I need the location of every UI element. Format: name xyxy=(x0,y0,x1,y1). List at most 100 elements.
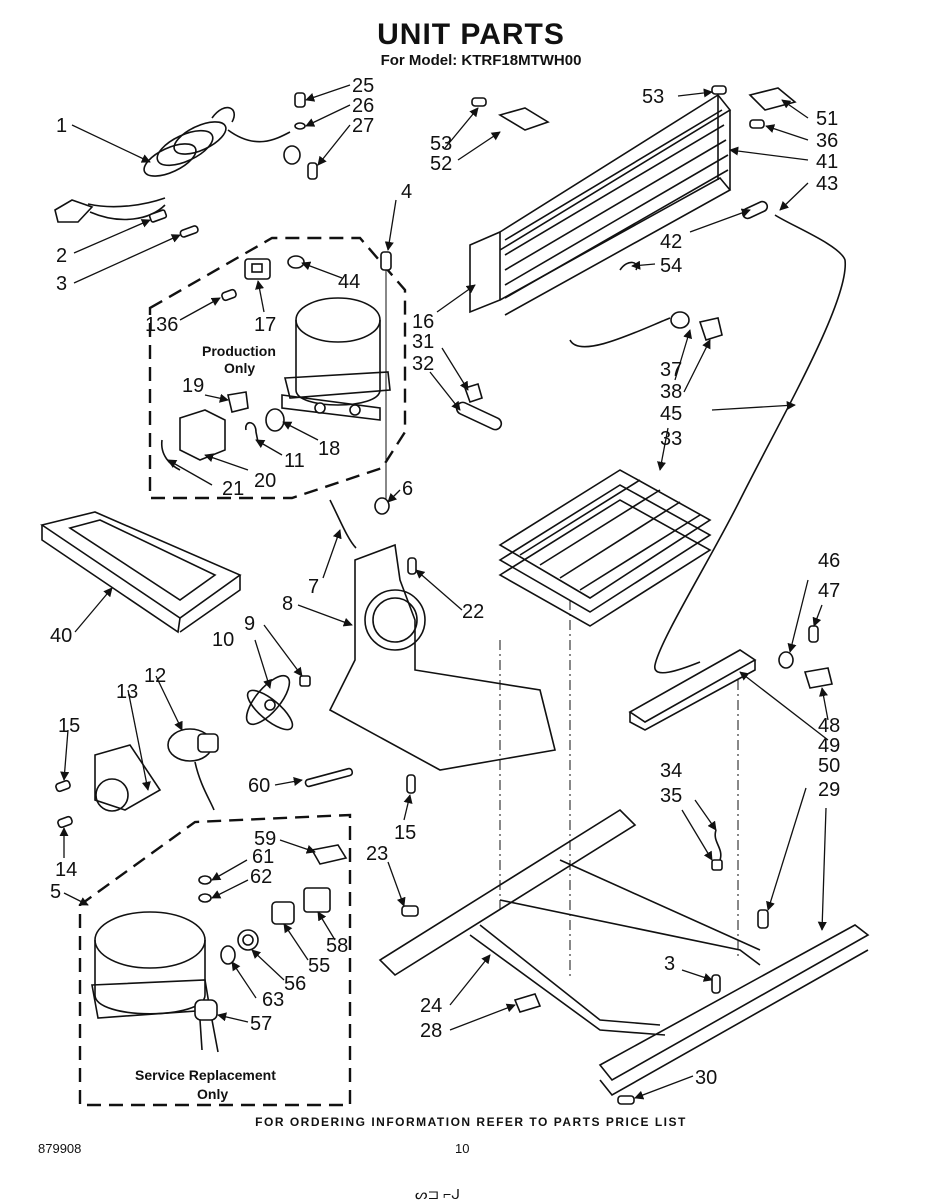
screw-27b xyxy=(307,162,318,180)
screw-15b xyxy=(406,774,416,794)
label-26: 26 xyxy=(352,95,374,117)
spring-clip-53a xyxy=(471,97,487,107)
note-service: Service Replacement xyxy=(135,1067,276,1083)
label-3: 3 xyxy=(56,273,67,295)
label-21: 21 xyxy=(222,478,244,500)
bottom-mark: ᔕ⊐ ⌐ᒍ xyxy=(415,1186,461,1202)
note-only: Only xyxy=(224,360,255,376)
label-48: 48 xyxy=(818,715,840,737)
label-5: 5 xyxy=(50,881,61,903)
label-53a: 53 xyxy=(430,133,452,155)
plug-18 xyxy=(265,408,285,432)
label-38: 38 xyxy=(660,381,682,403)
capillary-tube-45 xyxy=(569,214,846,674)
leader-lines xyxy=(59,84,829,1100)
label-63: 63 xyxy=(262,989,284,1011)
label-31: 31 xyxy=(412,331,434,353)
label-6: 6 xyxy=(402,478,413,500)
label-34: 34 xyxy=(660,760,682,782)
label-30: 30 xyxy=(695,1067,717,1089)
label-18: 18 xyxy=(318,438,340,460)
label-32: 32 xyxy=(412,353,434,375)
label-59: 59 xyxy=(254,828,276,850)
label-44: 44 xyxy=(338,271,360,293)
evaporator-coil xyxy=(498,469,712,627)
label-8: 8 xyxy=(282,593,293,615)
label-57: 57 xyxy=(250,1013,272,1035)
label-42: 42 xyxy=(660,231,682,253)
label-36: 36 xyxy=(816,130,838,152)
label-61: 61 xyxy=(252,846,274,868)
label-50: 50 xyxy=(818,755,840,777)
label-2: 2 xyxy=(56,245,67,267)
clip-11 xyxy=(245,421,259,443)
label-41: 41 xyxy=(816,151,838,173)
label-40: 40 xyxy=(50,625,72,647)
label-15a: 15 xyxy=(58,715,80,737)
label-22: 22 xyxy=(462,601,484,623)
label-29: 29 xyxy=(818,779,840,801)
label-11: 11 xyxy=(284,450,305,472)
note-service-only: Only xyxy=(197,1086,228,1102)
screw-15a xyxy=(55,779,71,793)
drier-42 xyxy=(741,200,769,220)
screw-36b xyxy=(749,119,765,129)
label-56: 56 xyxy=(284,973,306,995)
page-number: 10 xyxy=(455,1141,470,1156)
document-code: 879908 xyxy=(38,1141,82,1156)
label-10: 10 xyxy=(212,629,234,651)
bracket-51 xyxy=(748,87,797,111)
label-16: 16 xyxy=(412,311,434,333)
clip-27 xyxy=(283,145,301,165)
label-27: 27 xyxy=(352,115,374,137)
capacitor-57 xyxy=(194,999,219,1053)
screw-4 xyxy=(380,251,392,271)
fan-motor-12 xyxy=(167,728,219,811)
bracket-59 xyxy=(310,844,348,865)
label-4: 4 xyxy=(401,181,412,203)
label-45: 45 xyxy=(660,403,682,425)
grommet-6 xyxy=(374,497,390,515)
tray-49 xyxy=(628,649,757,731)
clip-9 xyxy=(299,675,311,687)
label-54: 54 xyxy=(660,255,682,277)
compressor-production xyxy=(281,297,391,421)
label-12: 12 xyxy=(144,665,166,687)
ordering-note: FOR ORDERING INFORMATION REFER TO PARTS … xyxy=(255,1115,687,1129)
screw-47 xyxy=(808,625,819,643)
drain-pan xyxy=(40,511,242,634)
screw-22 xyxy=(407,557,417,575)
part-labels: 1 2 3 4 5 6 7 8 9 10 11 12 13 14 15 15 1… xyxy=(50,75,840,1089)
label-15b: 15 xyxy=(394,822,416,844)
label-7: 7 xyxy=(308,576,319,598)
condenser-coil xyxy=(469,93,732,316)
screw-14 xyxy=(57,815,73,829)
label-3b: 3 xyxy=(664,953,675,975)
label-58: 58 xyxy=(326,935,348,957)
model-subtitle: For Model: KTRF18MTWH00 xyxy=(380,52,582,69)
label-37: 37 xyxy=(660,359,682,381)
washer-26 xyxy=(294,122,306,130)
screw-136 xyxy=(221,288,237,302)
clip-28 xyxy=(513,993,542,1013)
clip-31 xyxy=(463,382,483,404)
label-46: 46 xyxy=(818,550,840,572)
screw-3 xyxy=(179,225,199,238)
motor-bracket-13 xyxy=(94,744,162,812)
strap-60 xyxy=(304,767,354,788)
label-20: 20 xyxy=(254,470,276,492)
clip-34 xyxy=(714,829,722,861)
page-title: UNIT PARTS xyxy=(377,18,565,51)
label-23: 23 xyxy=(366,843,388,865)
label-62: 62 xyxy=(250,866,272,888)
plug-63 xyxy=(220,945,236,965)
label-33: 33 xyxy=(660,428,682,450)
cover-20 xyxy=(160,409,226,471)
screw-50 xyxy=(757,909,769,929)
label-53b: 53 xyxy=(642,86,664,108)
note-production: Production xyxy=(202,343,276,359)
bracket-38 xyxy=(698,317,723,341)
label-24: 24 xyxy=(420,995,442,1017)
screw-25 xyxy=(294,92,306,108)
